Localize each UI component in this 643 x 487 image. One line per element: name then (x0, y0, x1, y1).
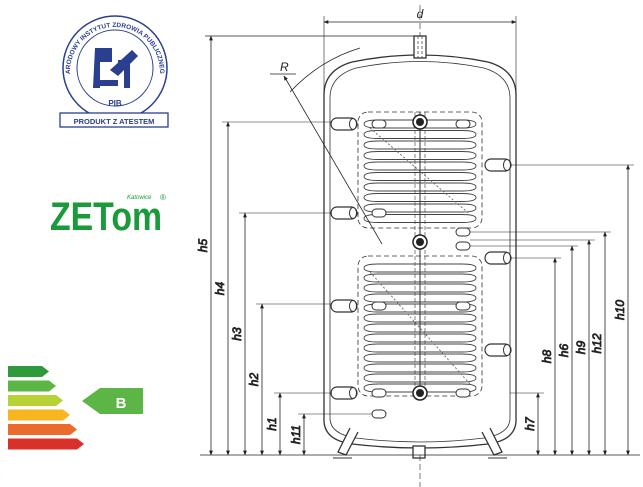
left-leg (337, 427, 359, 456)
coilUpper-loop (363, 140, 477, 150)
dimension-label-h5: h5 (196, 239, 210, 253)
coilLower-loop (363, 363, 477, 373)
brand-city: Katowice (127, 195, 152, 201)
sensor-port-8 (371, 388, 387, 398)
dimension-label-h11: h11 (289, 425, 303, 444)
energy-class-letter: B (116, 395, 127, 412)
dimension-h7: h7 (510, 392, 544, 456)
dimension-label-h2: h2 (247, 373, 261, 387)
coilUpper-loop (363, 130, 477, 139)
dimension-h11: h11 (289, 413, 372, 456)
coilUpper-loop (363, 193, 477, 202)
dimension-h10: h10 (510, 164, 634, 456)
radius-label: R (280, 60, 289, 74)
left-port-1 (330, 117, 358, 131)
sensor-port-6 (371, 301, 387, 311)
dimension-h2: h2 (247, 303, 332, 456)
dimension-h3: h3 (230, 212, 332, 456)
dimension-label-h1: h1 (265, 417, 279, 430)
dimension-label-h4: h4 (213, 282, 227, 296)
left-port-3 (330, 299, 358, 313)
sensor-port-1 (371, 119, 387, 129)
coilLower-loop (363, 373, 477, 383)
tank-drawing (323, 35, 517, 459)
coilLower-loop (363, 313, 477, 323)
coilLower-loop (363, 273, 477, 283)
dimension-label-h3: h3 (230, 327, 244, 341)
right-leg (481, 427, 503, 456)
dimension-label-h7: h7 (523, 416, 537, 431)
sensor-port-10 (371, 409, 387, 419)
sensor-port-4 (455, 227, 471, 237)
energy-class-arrow (82, 388, 143, 414)
dimension-label-h12: h12 (590, 333, 604, 353)
brand-registered-mark: ® (160, 193, 166, 202)
brand-name: ZETom (50, 195, 162, 239)
center-connection-2 (412, 234, 428, 250)
coilUpper-loop (363, 182, 477, 192)
bottom-nozzle (412, 445, 426, 459)
coilLower-loop (363, 323, 477, 333)
dimension-label-h8: h8 (540, 350, 554, 364)
coilLower-loop (363, 263, 477, 273)
sensor-port-7 (455, 301, 471, 311)
energy-bar-4 (8, 409, 70, 421)
right-port-3 (484, 343, 512, 357)
badge-ribbon (59, 112, 169, 128)
energy-bar-1 (8, 366, 49, 377)
coilLower-loop (363, 333, 477, 343)
upper-heating-coil (363, 119, 477, 223)
pzh-certificate-badge: NARODOWY INSTYTUT ZDROWIA PUBLICZNEGO PI… (0, 0, 169, 128)
coilUpper-loop (363, 172, 477, 181)
dimension-h8: h8 (510, 257, 561, 456)
left-port-4 (330, 386, 358, 400)
tank-inner-outline (329, 61, 511, 443)
dimension-h4: h4 (213, 121, 332, 456)
lower-heating-coil (363, 263, 477, 393)
energy-class-pointer: B (82, 388, 143, 414)
dimension-h12: h12 (470, 231, 611, 456)
energy-bar-6 (8, 438, 84, 450)
energy-efficiency-label: B (8, 366, 143, 450)
badge-ribbon-text: PRODUKT Z ATESTEM (74, 117, 155, 126)
energy-bar-3 (8, 395, 63, 406)
sensor-port-2 (455, 119, 471, 129)
energy-bar-2 (8, 380, 56, 392)
badge-code: PIB (108, 99, 122, 108)
left-port-2 (330, 206, 358, 220)
coilLower-loop (363, 343, 477, 353)
coilLower-loop (363, 353, 477, 363)
energy-bar-5 (8, 424, 77, 435)
dimension-label-h10: h10 (613, 300, 627, 320)
radius-dimension: R (270, 47, 383, 245)
pzh-logo-icon (93, 48, 138, 88)
dimension-label-h6: h6 (557, 344, 571, 358)
right-port-1 (484, 158, 512, 172)
dimension-h6: h6 (470, 245, 578, 456)
connection-ports (330, 114, 512, 419)
sensor-port-9 (455, 388, 471, 398)
right-port-2 (484, 251, 512, 265)
center-connection-1 (412, 114, 428, 130)
coilUpper-loop (363, 151, 477, 160)
zetom-logo: ZETom Katowice ® (50, 193, 166, 239)
sensor-port-5 (455, 241, 471, 251)
top-nozzle (413, 35, 427, 59)
coilLower-spiral (369, 271, 471, 385)
sensor-port-3 (371, 208, 387, 218)
coilLower-loop (363, 283, 477, 293)
center-connection-3 (412, 385, 428, 401)
dimension-h9: h9 (470, 239, 595, 456)
dimension-label-h9: h9 (574, 341, 588, 355)
coilUpper-loop (363, 119, 477, 129)
coilLower-loop (363, 293, 477, 303)
coilUpper-loop (363, 161, 477, 171)
dimension-h1: h1 (265, 392, 332, 456)
energy-bars (8, 366, 84, 450)
